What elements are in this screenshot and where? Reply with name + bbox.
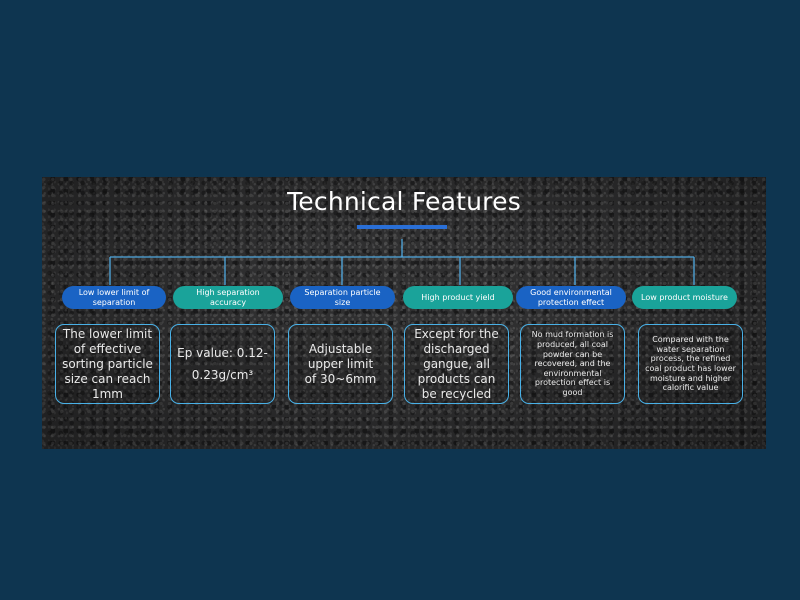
feature-box-product-moisture: Compared with the water separation proce… — [638, 324, 743, 404]
feature-description: Adjustable upper limit of 30~6mm — [304, 341, 377, 386]
feature-description: Compared with the water separation proce… — [645, 335, 736, 393]
feature-label-low-lower-limit: Low lower limit of separation — [62, 286, 166, 309]
diagram-title: Technical Features — [287, 187, 521, 216]
feature-label-environmental: Good environmental protection effect — [516, 286, 626, 309]
feature-description: Ep value: 0.12-0.23g/cm³ — [177, 346, 268, 382]
connector-lines — [109, 239, 695, 285]
title-underline — [357, 225, 447, 229]
feature-box-environmental: No mud formation is produced, all coal p… — [520, 324, 625, 404]
feature-box-low-lower-limit: The lower limit of effective sorting par… — [55, 324, 160, 404]
technical-features-banner: Technical Features Low lower limit of se… — [42, 177, 766, 449]
feature-description: The lower limit of effective sorting par… — [62, 326, 153, 401]
feature-label-particle-size: Separation particle size — [290, 286, 395, 309]
feature-label-product-yield: High product yield — [403, 286, 513, 309]
feature-box-separation-accuracy: Ep value: 0.12-0.23g/cm³ — [170, 324, 275, 404]
feature-box-particle-size: Adjustable upper limit of 30~6mm — [288, 324, 393, 404]
feature-box-product-yield: Except for the discharged gangue, all pr… — [404, 324, 509, 404]
feature-description: No mud formation is produced, all coal p… — [531, 330, 614, 397]
feature-label-separation-accuracy: High separation accuracy — [173, 286, 283, 309]
feature-description: Except for the discharged gangue, all pr… — [414, 326, 499, 401]
feature-label-product-moisture: Low product moisture — [632, 286, 737, 309]
